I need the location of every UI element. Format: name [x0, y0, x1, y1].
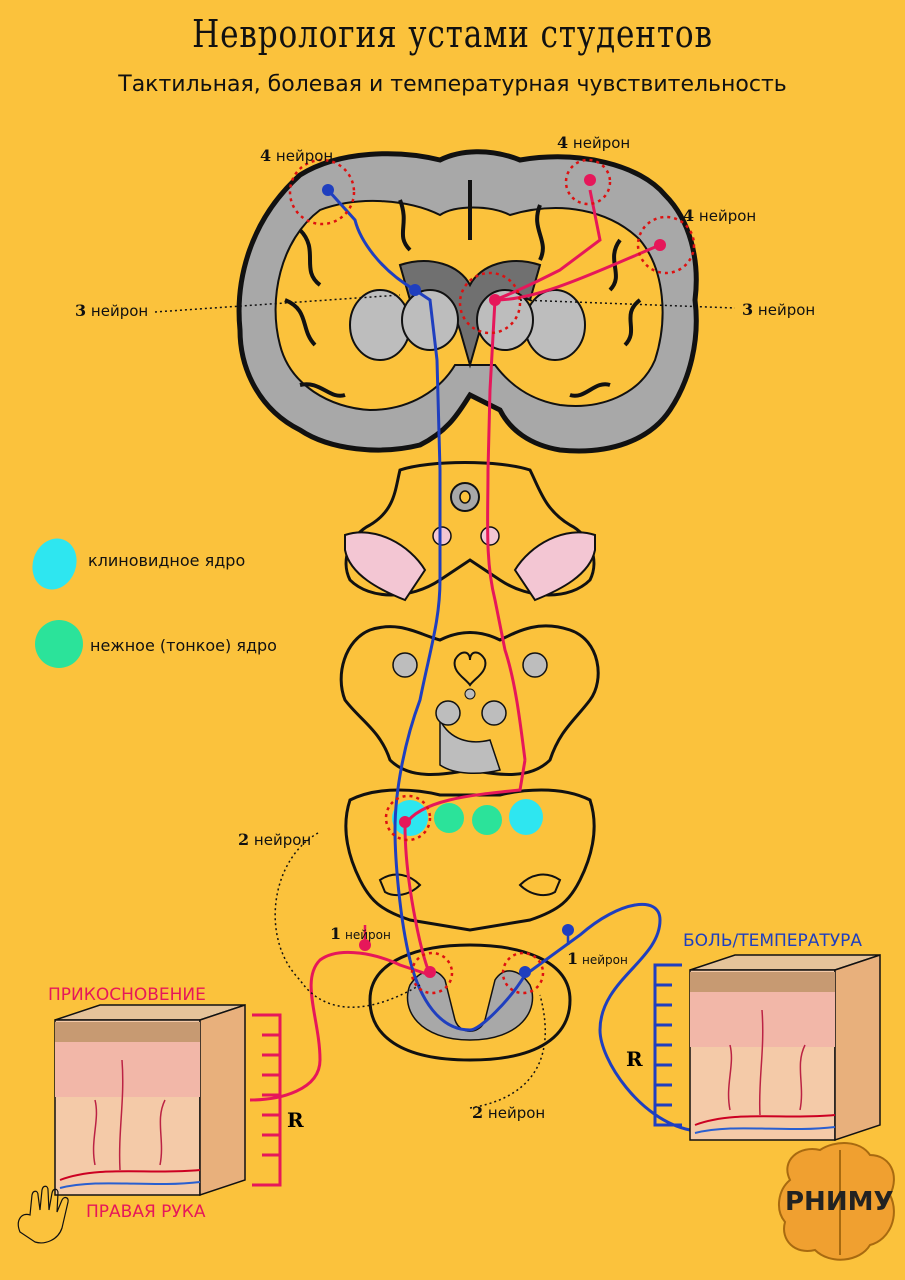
medulla-section: [344, 788, 596, 932]
rnimu-logo-brain: [778, 1142, 895, 1261]
neuron-4-label-left: 4 нейрон: [260, 146, 334, 165]
receptor-letter-left: R: [287, 1108, 304, 1132]
legend-cuneate-label: клиновидное ядро: [88, 551, 246, 570]
leader-lines: [154, 294, 736, 1109]
pain-receptor-comb: [653, 963, 682, 1127]
cuneate-nucleus-right: [509, 799, 543, 835]
neuron-3-label-left: 3 нейрон: [75, 301, 149, 320]
page-title: Неврология устами студентов: [192, 12, 713, 56]
touch-label: ПРИКОСНОВЕНИЕ: [48, 985, 206, 1005]
gracile-nucleus-1: [434, 803, 464, 833]
pons-section: [339, 624, 600, 776]
neuron-3-label-right: 3 нейрон: [742, 300, 816, 319]
pain-temperature-label: БОЛЬ/ТЕМПЕРАТУРА: [683, 931, 863, 951]
legend-gracile-swatch: [35, 620, 83, 668]
skin-block-right: [689, 953, 881, 1142]
neuron-4-label-right: 4 нейрон: [683, 206, 757, 225]
neuron-1-label-left: 1 нейрон: [330, 924, 391, 943]
neuron-1-label-right: 1 нейрон: [567, 949, 628, 968]
right-hand-label: ПРАВАЯ РУКА: [86, 1202, 206, 1222]
legend-gracile-label: нежное (тонкое) ядро: [90, 636, 277, 655]
neuron-2-label-bottom: 2 нейрон: [472, 1103, 546, 1122]
hand-icon: [17, 1185, 69, 1244]
touch-receptor-comb: [252, 1013, 282, 1187]
neuron-2-label-left: 2 нейрон: [238, 830, 312, 849]
gracile-nucleus-2: [472, 805, 502, 835]
neuron-highlight-circles: [288, 158, 696, 995]
receptor-letter-right: R: [626, 1047, 643, 1071]
neuron-bodies: [322, 174, 666, 978]
skin-block-left: [54, 1003, 246, 1197]
midbrain-section: [344, 461, 596, 602]
rnimu-logo-text: РНИМУ: [785, 1187, 894, 1217]
neuron-4-label-top-right: 4 нейрон: [557, 133, 631, 152]
brain-section: [236, 149, 699, 454]
page-subtitle: Тактильная, болевая и температурная чувс…: [118, 72, 787, 97]
pain-pathway: [326, 188, 691, 1132]
